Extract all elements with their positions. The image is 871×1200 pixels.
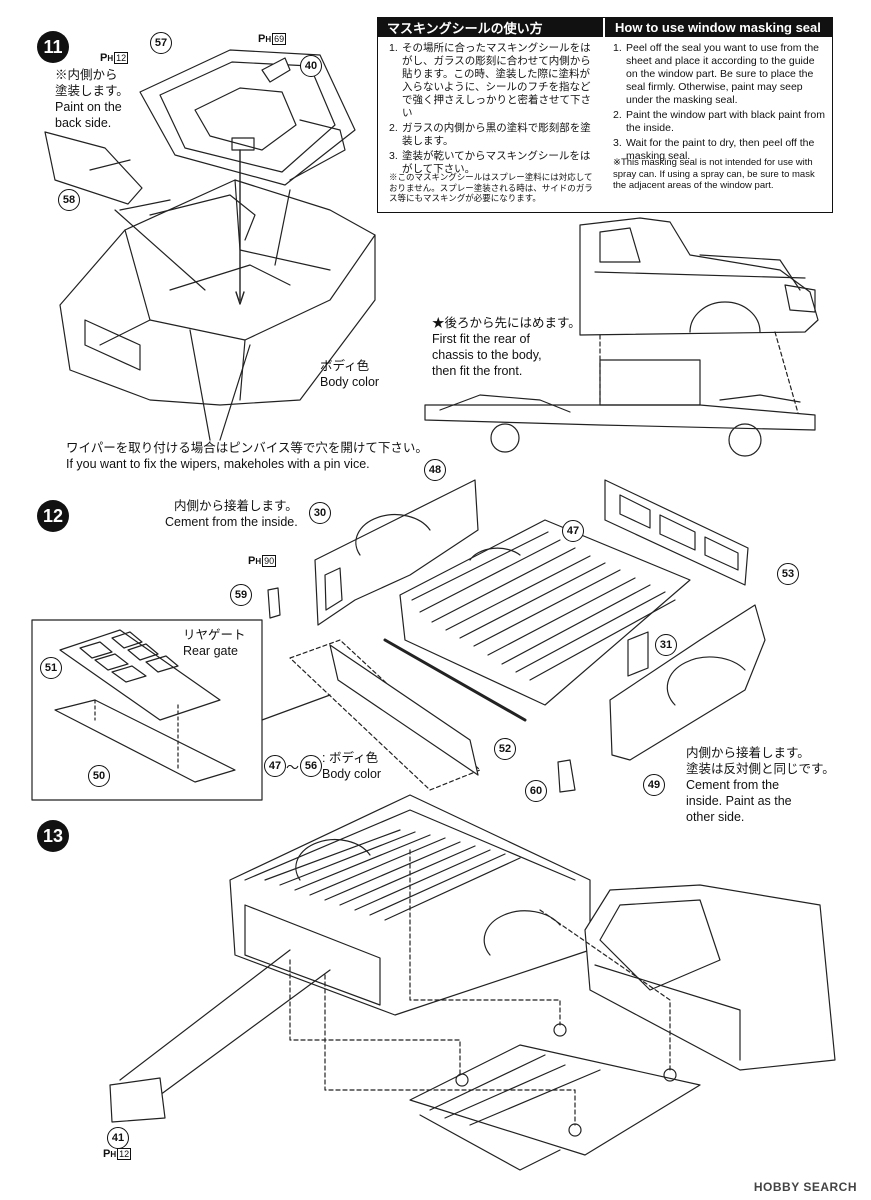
part-number: 52	[494, 738, 516, 760]
assembled-bed	[229, 794, 591, 1016]
part-number: 56	[300, 755, 322, 777]
masking-steps-en: 1.Peel off the seal you want to use from…	[613, 42, 826, 162]
masking-warning-en: ※This masking seal is not intended for u…	[613, 157, 815, 191]
part-number: 59	[230, 584, 252, 606]
note-paint-back: ※内側から 塗装します。 Paint on the back side.	[55, 68, 129, 130]
part-number: 40	[300, 55, 322, 77]
cab-rear-view	[584, 884, 836, 1071]
chassis-side-view	[424, 359, 816, 457]
step-number: 11	[37, 31, 69, 63]
masking-title-jp: マスキングシールの使い方	[377, 17, 603, 37]
window-part-58	[44, 131, 143, 205]
clip-part-40	[261, 57, 291, 83]
masking-warning-jp: ※このマスキングシールはスプレー塗料には対応しておりません。スプレー塗装される時…	[389, 172, 593, 203]
part-number: 58	[58, 189, 80, 211]
note-body-color: ボディ色 Body color	[320, 359, 380, 389]
part-number: 30	[309, 502, 331, 524]
part-number: 49	[643, 774, 665, 796]
part-number: 41	[107, 1127, 129, 1149]
note-fit-rear: ★後ろから先にはめます。 First fit the rear of chass…	[432, 316, 581, 378]
part-number: 50	[88, 765, 110, 787]
note-range-body-color: : ボディ色 Body color	[322, 751, 382, 781]
masking-steps-jp: 1.その場所に合ったマスキングシールをはがし、ガラスの彫刻に合わせて内側から貼り…	[389, 42, 591, 175]
plate-part-41	[109, 1077, 166, 1123]
masking-title-en: How to use window masking seal	[605, 17, 833, 37]
step-number: 13	[37, 820, 69, 852]
rear-gate-inset-frame	[31, 619, 263, 801]
step-number: 12	[37, 500, 69, 532]
watermark: HOBBY SEARCH	[753, 1180, 857, 1194]
note-cement-inside: 内側から接着します。 Cement from the inside.	[165, 499, 298, 529]
bed-side-right-49	[609, 604, 766, 761]
part-number: 31	[655, 634, 677, 656]
part-number: 53	[777, 563, 799, 585]
truck-side-view	[579, 217, 819, 336]
part-number: 57	[150, 32, 172, 54]
part-number: 48	[424, 459, 446, 481]
dashboard-part-57	[139, 49, 356, 186]
note-cement-other-side: 内側から接着します。 塗装は反対側と同じです。 Cement from the …	[686, 746, 835, 824]
part-number: 60	[525, 780, 547, 802]
part-number: 47	[562, 520, 584, 542]
cab-interior	[59, 179, 376, 406]
range-separator: ～	[286, 760, 300, 775]
bed-front-53	[604, 479, 749, 586]
chassis-frame	[409, 1023, 701, 1171]
rear-gate-label: リヤゲート Rear gate	[183, 628, 246, 658]
part-number: 51	[40, 657, 62, 679]
bed-floor-47	[399, 519, 691, 706]
bed-side-left-48	[314, 479, 479, 626]
part-number: 47	[264, 755, 286, 777]
note-wipers: ワイパーを取り付ける場合はピンバイス等で穴を開けて下さい。 If you wan…	[66, 441, 428, 471]
